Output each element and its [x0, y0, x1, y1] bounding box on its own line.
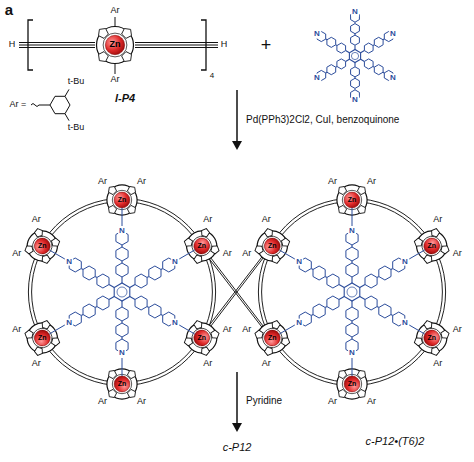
zinc-label: Zn	[427, 334, 436, 342]
reagent-label: Pyridine	[246, 395, 282, 406]
pyridine-nitrogen: N	[65, 318, 73, 327]
aryl-label: Ar	[453, 325, 462, 335]
aryl-label: Ar	[111, 6, 120, 16]
pyridine-nitrogen: N	[171, 257, 179, 266]
pyridine-nitrogen: N	[389, 30, 397, 39]
aryl-label: Ar	[203, 359, 212, 369]
compound-label: l-P4	[115, 92, 135, 104]
zinc-label: Zn	[348, 380, 357, 388]
atom-label: H	[9, 40, 16, 50]
pyridine-nitrogen: N	[295, 257, 303, 266]
pyridine-nitrogen: N	[401, 318, 409, 327]
repeat-bracket	[28, 20, 206, 70]
aryl-label: Ar	[223, 325, 232, 335]
zinc-label: Zn	[268, 334, 277, 342]
zinc-label: Zn	[197, 334, 206, 342]
substituent-label: t-Bu	[68, 123, 85, 133]
zinc-label: Zn	[118, 196, 127, 204]
pyridine-nitrogen: N	[401, 257, 409, 266]
zinc-label: Zn	[118, 380, 127, 388]
aryl-label: Ar	[98, 397, 107, 407]
aryl-label: Ar	[98, 177, 107, 187]
aryl-label: Ar	[433, 359, 442, 369]
panel-letter: a	[5, 2, 13, 19]
zinc-label: Zn	[197, 242, 206, 250]
pyridine-nitrogen: N	[348, 349, 356, 358]
compound-label: c-P12•(T6)2	[366, 435, 425, 447]
porphyrin	[181, 225, 222, 266]
plus-sign: +	[261, 36, 272, 56]
reagent-label: Pd(PPh3)2Cl2, CuI, benzoquinone	[246, 114, 399, 125]
zinc-label: Zn	[268, 242, 277, 250]
pyridine-nitrogen: N	[313, 30, 321, 39]
aryl-label: Ar	[32, 215, 41, 225]
aryl-label: Ar	[433, 215, 442, 225]
aryl-label: Ar	[223, 249, 232, 259]
pyridine-nitrogen: N	[65, 257, 73, 266]
aryl-label: Ar	[137, 177, 146, 187]
pyridine-nitrogen: N	[351, 95, 359, 104]
aryl-label: Ar	[328, 177, 337, 187]
pyridine-nitrogen: N	[389, 74, 397, 83]
aryl-label: Ar	[111, 75, 120, 85]
aryl-label: Ar	[203, 215, 212, 225]
porphyrin	[411, 225, 452, 266]
pyridine-nitrogen: N	[351, 8, 359, 17]
zinc-label: Zn	[110, 40, 121, 50]
zinc-label: Zn	[38, 242, 47, 250]
repeat-subscript: 4	[210, 72, 214, 81]
porphyrin	[22, 317, 63, 358]
aryl-label: Ar	[367, 177, 376, 187]
aryl-label: Ar	[12, 325, 21, 335]
porphyrin	[411, 317, 452, 358]
porphyrin	[97, 27, 134, 64]
aryl-label: Ar	[453, 249, 462, 259]
aryl-label: Ar	[242, 249, 251, 259]
aryl-label: Ar	[367, 397, 376, 407]
aryl-label: Ar	[242, 325, 251, 335]
aryl-label: Ar	[262, 359, 271, 369]
aryl-label: Ar	[32, 359, 41, 369]
substituent-label: t-Bu	[68, 77, 85, 87]
hexapyridyl-template	[69, 231, 175, 353]
aryl-label: Ar	[328, 397, 337, 407]
porphyrin	[252, 317, 293, 358]
pyridine-nitrogen: N	[295, 318, 303, 327]
hexapyridyl-template	[299, 231, 405, 353]
hexapyridyl-template	[317, 12, 393, 100]
zinc-label: Zn	[38, 334, 47, 342]
aryl-label: Ar	[12, 249, 21, 259]
pyridine-nitrogen: N	[118, 227, 126, 236]
porphyrin	[22, 225, 63, 266]
porphyrin	[252, 225, 293, 266]
porphyrin	[181, 317, 222, 358]
pyridine-nitrogen: N	[348, 227, 356, 236]
zinc-label: Zn	[427, 242, 436, 250]
aryl-label: Ar	[262, 215, 271, 225]
aryl-label: Ar	[137, 397, 146, 407]
pyridine-nitrogen: N	[118, 349, 126, 358]
pyridine-nitrogen: N	[313, 74, 321, 83]
atom-label: H	[221, 40, 228, 50]
aryl-definition: Ar =	[10, 100, 27, 110]
zinc-label: Zn	[348, 196, 357, 204]
pyridine-nitrogen: N	[171, 318, 179, 327]
compound-label: c-P12	[223, 441, 252, 453]
